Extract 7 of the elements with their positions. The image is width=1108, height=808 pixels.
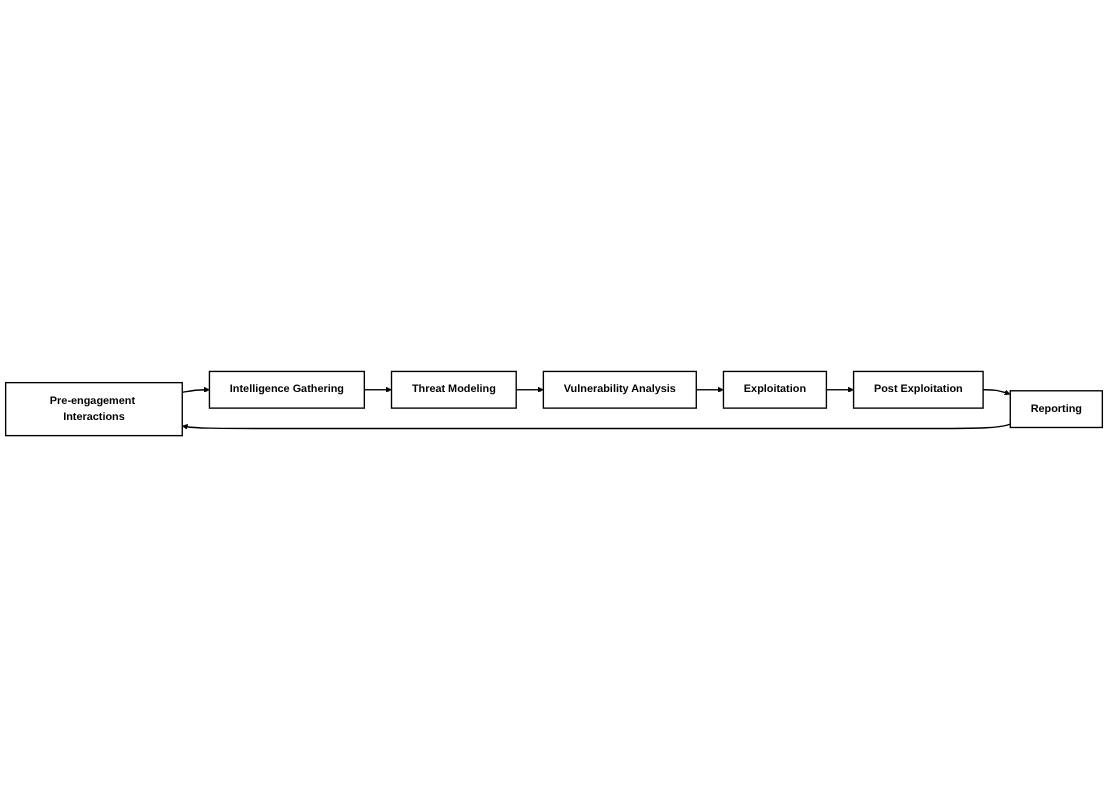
arrow: [695, 387, 724, 394]
arrow: [363, 387, 392, 394]
arrow: [181, 387, 210, 394]
arrow: [182, 423, 1011, 431]
arrow: [515, 387, 544, 394]
arrow: [982, 389, 1011, 396]
arrow: [825, 387, 854, 394]
